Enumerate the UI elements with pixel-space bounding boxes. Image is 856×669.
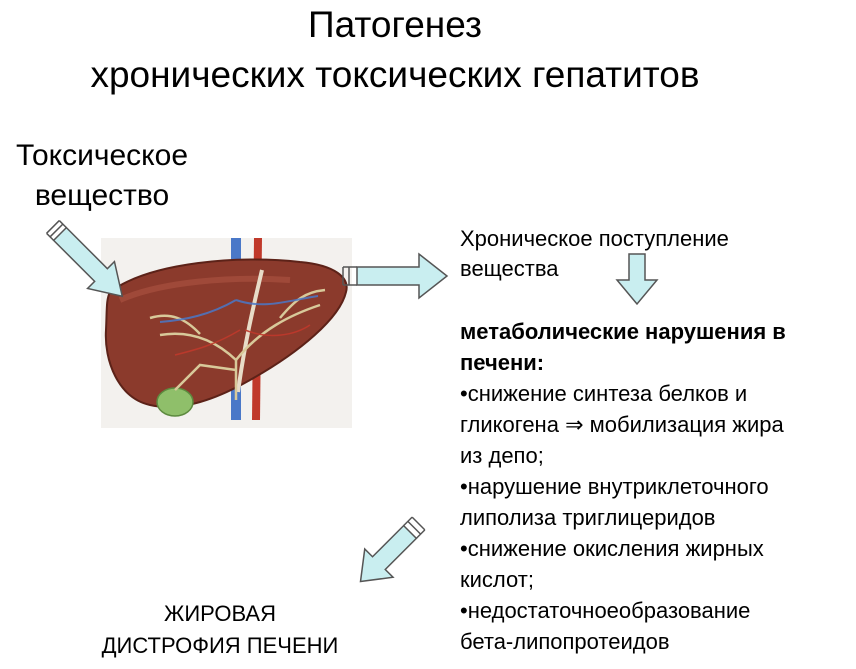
toxic-substance-label: Токсическое вещество <box>4 136 200 216</box>
metabolic-disorders-block: метаболические нарушения в печени: •сниж… <box>460 316 850 657</box>
implies-arrow-icon: ⇒ <box>565 412 584 437</box>
arrow-metabolic-to-result-icon <box>359 516 426 583</box>
toxic-line-1: Токсическое <box>15 139 189 172</box>
item2-line-2: липолиза триглицеридов <box>460 505 716 530</box>
item4-line-1: •недостаточноеобразование <box>460 595 826 626</box>
item3-line-1: •снижение окисления жирных <box>460 536 764 561</box>
title-line-2: хронических токсических гепатитов <box>90 54 700 95</box>
item1-line-1: •снижение синтеза белков и <box>460 381 748 406</box>
chronic-intake-label: Хроническое поступление вещества <box>460 224 820 284</box>
arrow-chronic-to-metabolic-icon <box>615 253 659 306</box>
arrow-liver-to-chronic-icon <box>342 252 449 300</box>
item1-line-2-part-a: гликогена <box>460 412 559 437</box>
item1-line-3: из депо; <box>460 443 544 468</box>
arrow-toxic-to-liver-icon <box>46 220 124 298</box>
item4-word-1: •недостаточное <box>460 598 619 623</box>
item4-line-2: бета-липопротеидов <box>460 629 670 654</box>
liver-illustration <box>104 237 348 421</box>
bile-ducts-icon <box>149 288 326 400</box>
liver-icon <box>104 258 348 408</box>
metabolic-heading-line-2: печени: <box>460 350 545 375</box>
item1-line-2-part-b: мобилизация жира <box>589 412 784 437</box>
chronic-line-1: Хроническое поступление <box>460 226 729 251</box>
item4-word-2: образование <box>618 598 751 623</box>
item2-line-1: •нарушение внутриклеточного <box>460 474 769 499</box>
metabolic-heading-line-1: метаболические нарушения в <box>460 319 786 344</box>
chronic-line-2: вещества <box>460 256 559 281</box>
item3-line-2: кислот; <box>460 567 534 592</box>
title-line-1: Патогенез <box>308 4 482 45</box>
fatty-degeneration-label: ЖИРОВАЯ ДИСТРОФИЯ ПЕЧЕНИ <box>70 598 370 662</box>
item1-line-2: гликогена ⇒ мобилизация жира <box>460 409 850 440</box>
gallbladder-icon <box>156 387 194 417</box>
result-line-2: ДИСТРОФИЯ ПЕЧЕНИ <box>101 633 339 658</box>
result-line-1: ЖИРОВАЯ <box>164 601 276 626</box>
toxic-line-2: вещество <box>34 179 170 212</box>
